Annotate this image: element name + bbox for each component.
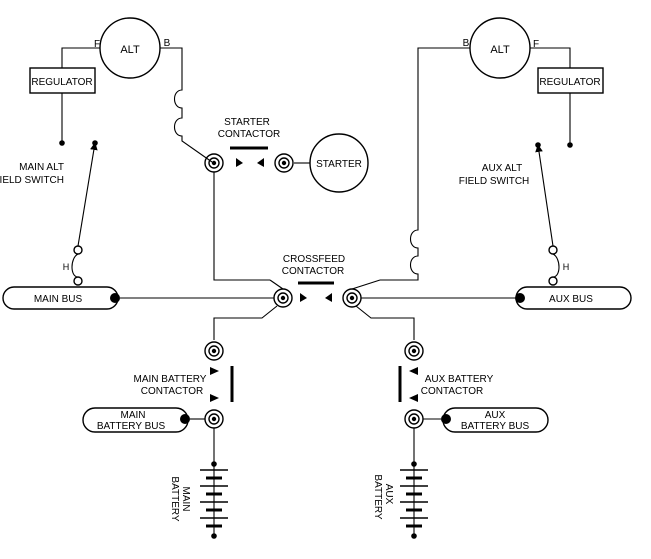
main-switch-h-label: H	[63, 262, 70, 272]
aux-battery-contactor-terminal-bottom	[404, 409, 424, 429]
starter-contactor-arrow-right	[257, 158, 264, 167]
starter-label: STARTER	[316, 159, 362, 170]
starter-to-crossfeed-wire	[213, 172, 270, 281]
main-alt-field-switch-lever	[77, 142, 98, 247]
crossfeed-contactor-label-1: CROSSFEED	[283, 254, 345, 265]
main-alt-f-terminal: F	[94, 39, 100, 50]
main-bus-terminal	[110, 293, 120, 303]
main-alt-b-terminal: B	[164, 38, 171, 49]
aux-battery-bus-label-2: BATTERY BUS	[461, 421, 530, 432]
starter-motor	[309, 133, 369, 193]
starter-contactor-label-1: STARTER	[224, 117, 270, 128]
main-battery-contactor-terminal-bottom	[204, 409, 224, 429]
aux-switch-terminal	[548, 245, 558, 255]
aux-bus-terminal	[515, 293, 525, 303]
main-bus-label: MAIN BUS	[34, 294, 83, 305]
aux-battery-bus-label-1: AUX	[485, 410, 506, 421]
aux-switch-h-label: H	[563, 262, 570, 272]
aux-alt-b-terminal: B	[463, 38, 470, 49]
aux-battery-contactor-terminal-top	[404, 341, 424, 361]
main-alt-label: ALT	[120, 44, 140, 56]
main-battery-contactor-arrow-top	[210, 367, 219, 375]
main-alt-output-wire	[160, 47, 213, 163]
aux-battery-contactor-label-2: CONTACTOR	[421, 386, 483, 397]
aux-battery-contactor-arrow-top	[409, 367, 418, 375]
main-switch-terminal	[73, 245, 83, 255]
aux-switch-contact	[567, 142, 573, 148]
aux-battery-feed-wire	[355, 305, 415, 340]
main-regulator-label: REGULATOR	[31, 77, 92, 88]
main-battery-contactor-arrow-bottom	[210, 394, 219, 402]
aux-regulator-field-wire	[530, 47, 571, 68]
starter-contactor-arrow-left	[236, 158, 243, 167]
aux-regulator-label: REGULATOR	[539, 77, 600, 88]
main-battery-contactor-label-1: MAIN BATTERY	[134, 374, 207, 385]
crossfeed-arrow-left	[300, 293, 307, 302]
main-battery-contactor-label-2: CONTACTOR	[141, 386, 203, 397]
crossfeed-arrow-right	[325, 293, 332, 302]
aux-alt-f-terminal: F	[533, 39, 539, 50]
main-alternator: ALT F B	[94, 17, 171, 79]
starter-contactor-terminal-right	[274, 153, 294, 173]
main-battery-bus-terminal	[180, 414, 190, 424]
aux-switch-link	[552, 253, 560, 278]
aux-alt-output-wire	[380, 47, 470, 281]
aux-alt-field-switch-lever	[535, 144, 554, 247]
aux-battery-contactor-arrow-bottom	[409, 394, 418, 402]
main-switch-link	[71, 253, 79, 278]
main-battery-feed-wire	[213, 305, 278, 340]
aux-battery-label-1: AUX	[383, 484, 394, 505]
main-switch-contact	[59, 140, 65, 146]
main-battery	[200, 428, 228, 539]
crossfeed-terminal-left	[273, 288, 293, 308]
crossfeed-terminal-right	[342, 288, 362, 308]
main-battery-label-2: BATTERY	[169, 476, 180, 522]
main-alt-field-switch-label-2: FIELD SWITCH	[0, 175, 64, 186]
aux-alt-field-switch-label-1: AUX ALT	[482, 163, 522, 174]
aux-battery-label-2: BATTERY	[372, 474, 383, 520]
aux-alternator: ALT B F	[463, 17, 539, 79]
main-regulator-field-wire	[61, 47, 100, 68]
main-battery-label-1: MAIN	[180, 487, 191, 512]
crossfeed-contactor-label-2: CONTACTOR	[282, 266, 344, 277]
aux-alt-field-switch-label-2: FIELD SWITCH	[459, 176, 530, 187]
crossfeed-right-feed	[351, 279, 381, 290]
starter-contactor-terminal-left	[204, 153, 224, 173]
main-switch-terminal	[73, 276, 83, 286]
crossfeed-left-feed	[269, 279, 284, 290]
aux-battery-contactor-label-1: AUX BATTERY	[425, 374, 494, 385]
aux-switch-terminal	[548, 276, 558, 286]
main-battery-contactor-terminal-top	[204, 341, 224, 361]
main-battery-bus-label-2: BATTERY BUS	[97, 421, 166, 432]
main-alt-field-switch-label-1: MAIN ALT	[19, 162, 64, 173]
aux-bus-label: AUX BUS	[549, 294, 593, 305]
starter-contactor-label-2: CONTACTOR	[218, 129, 280, 140]
aux-battery-bus-terminal	[441, 414, 451, 424]
aux-alt-label: ALT	[490, 44, 510, 56]
main-battery-bus-label-1: MAIN	[121, 410, 146, 421]
aux-battery	[400, 428, 428, 539]
